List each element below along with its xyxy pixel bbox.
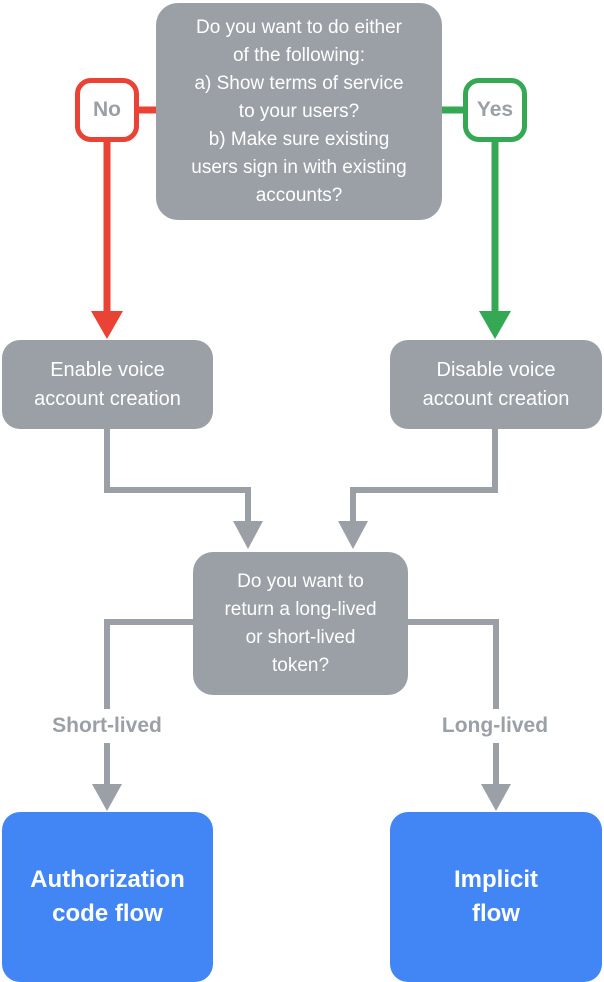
disable-voice-account-box: Disable voice account creation <box>390 340 602 429</box>
no-badge-label: No <box>93 98 121 121</box>
yes-badge: Yes <box>463 78 527 142</box>
disable-to-token-arrowhead-icon <box>338 521 368 549</box>
implicit-flow-text: Implicit flow <box>453 866 538 927</box>
yes-branch-arrowhead-icon <box>479 311 511 339</box>
start-question-text: Do you want to do either of the followin… <box>191 16 407 206</box>
start-question-box: Do you want to do either of the followin… <box>156 3 442 220</box>
token-question-box: Do you want to return a long-lived or sh… <box>193 552 408 695</box>
long-lived-label: Long-lived <box>411 709 579 743</box>
implicit-flow-box: Implicit flow <box>390 812 602 982</box>
enable-voice-account-text: Enable voice account creation <box>34 358 181 410</box>
authorization-code-flow-box: Authorization code flow <box>2 812 213 982</box>
yes-badge-label: Yes <box>476 98 514 121</box>
short-lived-arrowhead-icon <box>92 784 122 811</box>
enable-voice-account-box: Enable voice account creation <box>2 340 213 429</box>
disable-voice-account-text: Disable voice account creation <box>422 358 570 410</box>
enable-to-token-arrowhead-icon <box>233 521 263 549</box>
disable-to-token-connector <box>350 429 498 523</box>
short-lived-label-text: Short-lived <box>52 714 162 737</box>
enable-to-token-connector <box>104 429 251 523</box>
long-lived-label-text: Long-lived <box>441 714 549 737</box>
no-badge: No <box>75 78 139 142</box>
short-lived-connector <box>104 619 196 786</box>
short-lived-label: Short-lived <box>22 709 192 743</box>
long-lived-connector <box>405 619 499 786</box>
token-question-text: Do you want to return a long-lived or sh… <box>224 570 377 676</box>
long-lived-arrowhead-icon <box>481 784 511 811</box>
authorization-code-flow-text: Authorization code flow <box>30 866 185 927</box>
no-branch-arrowhead-icon <box>91 311 123 339</box>
